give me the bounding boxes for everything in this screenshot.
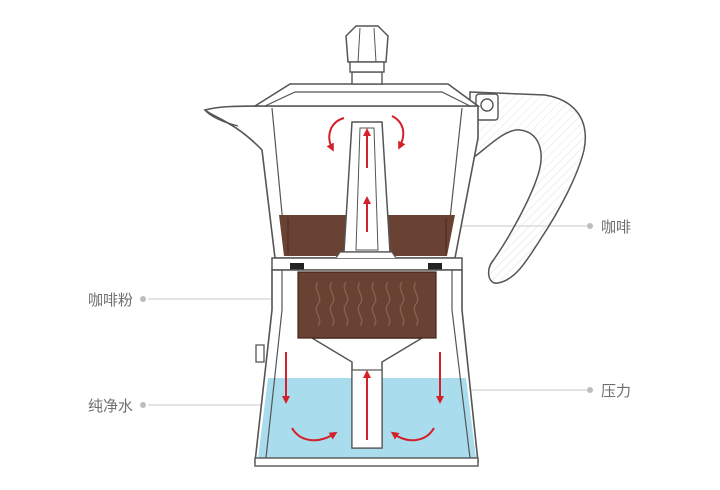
lid (252, 71, 481, 107)
label-pressure: 压力 (601, 382, 631, 400)
label-coffee: 咖啡 (601, 218, 631, 236)
dot-pressure (587, 387, 593, 393)
grounds-texture (315, 281, 419, 327)
label-coffee-grounds: 咖啡粉 (88, 291, 133, 309)
dot-coffee (587, 223, 593, 229)
handle (469, 91, 586, 284)
label-pure-water: 纯净水 (88, 397, 133, 415)
dot-pure-water (140, 402, 146, 408)
dot-coffee-grounds (140, 296, 146, 302)
arrow-curve-right (391, 115, 406, 150)
coffee-grounds (297, 271, 437, 339)
lid-knob (345, 25, 389, 73)
arrow-curve-left (326, 117, 345, 152)
arrow-swirl-left (291, 427, 338, 442)
flow-arrows (282, 115, 444, 442)
leader-dots (140, 223, 593, 408)
upper-chamber (203, 105, 479, 259)
arrow-swirl-right (390, 427, 435, 442)
